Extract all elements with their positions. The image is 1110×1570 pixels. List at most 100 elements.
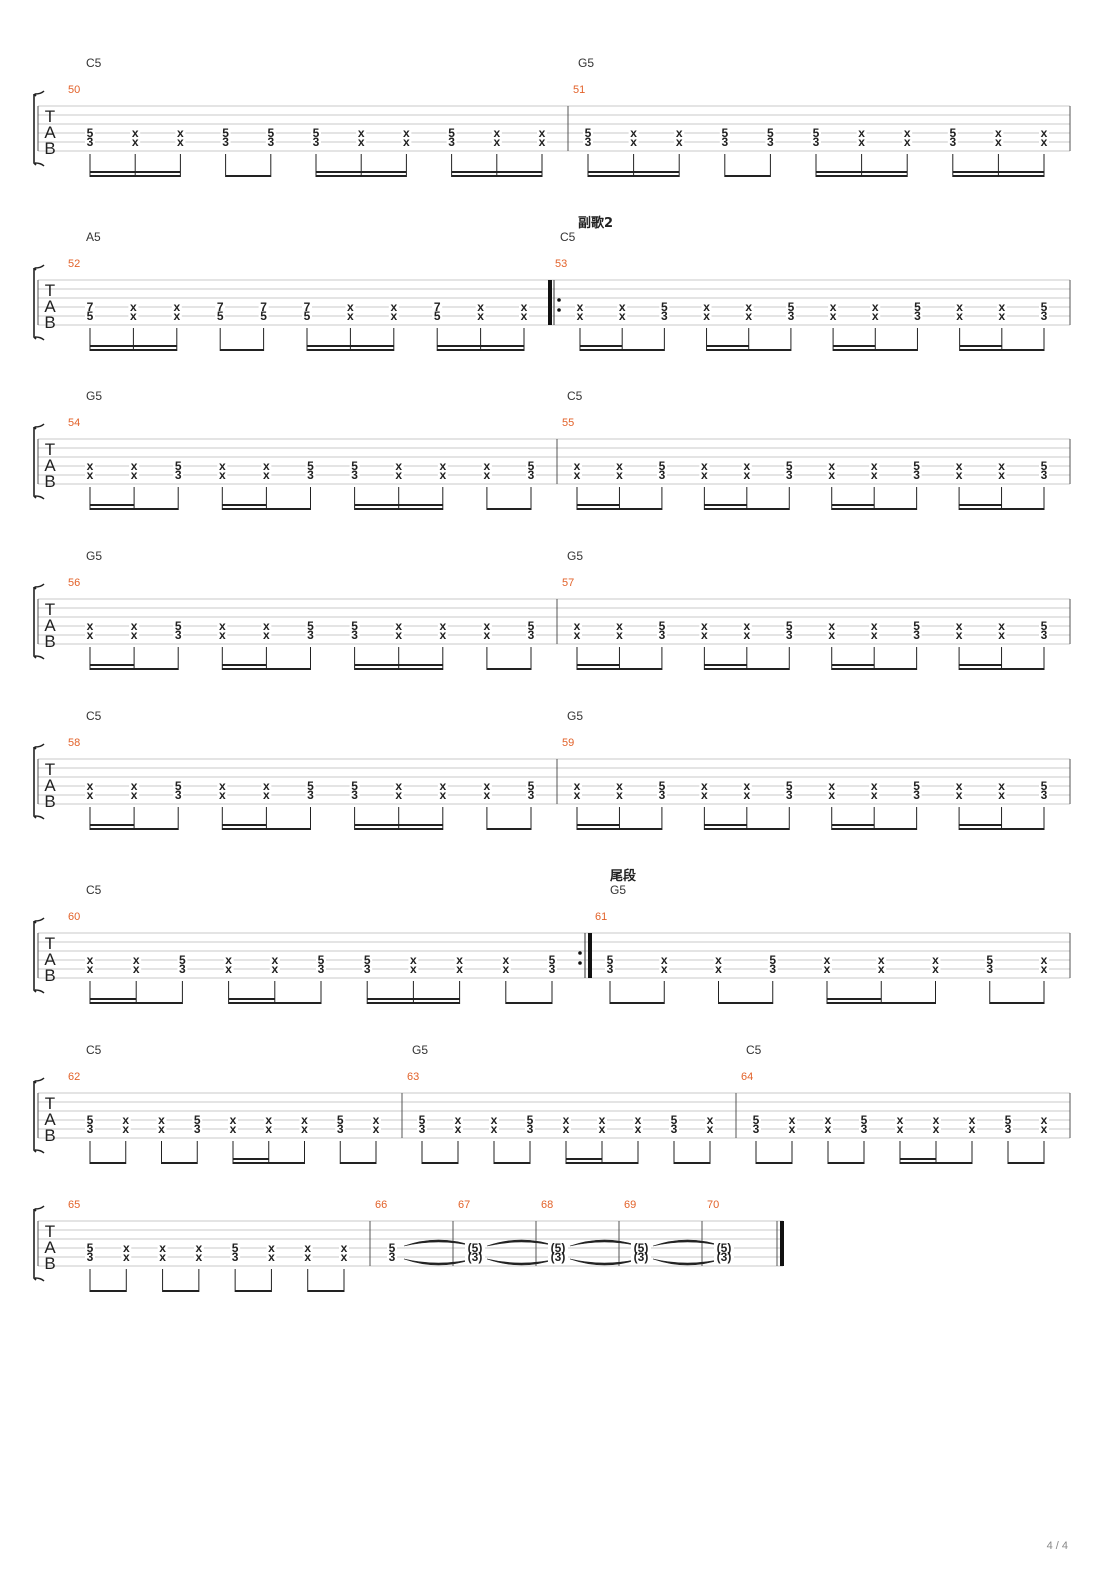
tab-clef-letter: A	[44, 1238, 56, 1257]
fret-number: x	[574, 788, 581, 802]
measure-number: 50	[68, 84, 80, 96]
beam	[756, 1162, 792, 1164]
beam	[90, 508, 179, 510]
system-bracket	[33, 1208, 37, 1281]
beam-secondary	[222, 664, 267, 666]
fret-number: x	[347, 300, 354, 314]
measure-number: 57	[562, 577, 574, 589]
fret-number: 3	[659, 468, 666, 482]
tab-clef-letter: T	[45, 107, 55, 126]
fret-number: 3	[527, 1122, 534, 1136]
system-bracket	[33, 426, 37, 499]
fret-number: x	[484, 779, 491, 793]
beam	[90, 668, 179, 670]
fret-number: x	[219, 619, 226, 633]
beam-secondary	[222, 504, 267, 506]
fret-number: x	[599, 1113, 606, 1127]
fret-background	[345, 302, 356, 321]
beam	[827, 1002, 936, 1004]
fret-number: x	[897, 1113, 904, 1127]
fret-number: x	[477, 300, 484, 314]
fret-background	[996, 621, 1007, 640]
fret-number: 3	[813, 135, 820, 149]
beam-secondary	[831, 824, 875, 826]
fret-number: x	[477, 309, 484, 323]
tab-clef-letter: T	[45, 440, 55, 459]
fret-number: x	[701, 459, 708, 473]
fret-number: x	[130, 300, 137, 314]
fret-number: x	[230, 1122, 237, 1136]
fret-background	[869, 621, 880, 640]
fret-number: x	[390, 300, 397, 314]
fret-number: x	[661, 962, 668, 976]
beam	[674, 1162, 710, 1164]
tab-system: TAB58C5xxxx53xxxx5353xxxxxx5359G5xxxx53x…	[33, 709, 1071, 830]
system-bracket	[34, 815, 45, 820]
beam-secondary	[831, 504, 875, 506]
fret-number: 3	[661, 309, 668, 323]
repeat-end-thick-bar	[588, 933, 592, 978]
fret-number: x	[123, 1241, 130, 1255]
beam-secondary	[228, 998, 275, 1000]
tab-clef-letter: T	[45, 760, 55, 779]
fret-number: x	[830, 309, 837, 323]
fret-number: x	[956, 300, 963, 314]
beam	[354, 508, 443, 510]
fret-background	[173, 781, 184, 800]
fret-number: x	[563, 1113, 570, 1127]
system-bracket	[34, 989, 45, 994]
measure: 70(5)(3)	[707, 1199, 784, 1266]
fret-number: x	[304, 1250, 311, 1264]
fret-number: x	[828, 619, 835, 633]
fret-background	[339, 1243, 349, 1262]
fret-number: x	[263, 788, 270, 802]
fret-number: x	[455, 1113, 462, 1127]
fret-background	[911, 461, 922, 480]
chord-name: C5	[746, 1043, 762, 1057]
fret-number: 3	[528, 468, 535, 482]
beam	[222, 828, 311, 830]
fret-background	[699, 461, 710, 480]
fret-number: x	[159, 1250, 166, 1264]
beam-secondary	[367, 998, 414, 1000]
fret-background	[349, 621, 360, 640]
fret-background	[784, 781, 795, 800]
fret-background	[217, 781, 228, 800]
fret-number: 3	[337, 1122, 344, 1136]
fret-number: x	[956, 309, 963, 323]
beam-secondary	[952, 171, 999, 173]
fret-background	[171, 302, 182, 321]
fret-number: 5	[304, 309, 311, 323]
fret-number: x	[122, 1122, 129, 1136]
measure-number: 67	[458, 1199, 470, 1211]
fret-number: x	[998, 788, 1005, 802]
fret-background	[335, 1115, 346, 1134]
beam-secondary	[959, 504, 1002, 506]
fret-number: x	[828, 459, 835, 473]
tie-arc	[652, 1239, 723, 1247]
fret-number: 5	[87, 1113, 94, 1127]
fret-background	[659, 302, 670, 321]
fret-background	[869, 781, 880, 800]
beam	[959, 668, 1044, 670]
fret-background	[299, 1115, 310, 1134]
fret-number: x	[858, 126, 865, 140]
beam	[833, 349, 918, 351]
fret-number: x	[403, 135, 410, 149]
fret-background	[121, 1243, 132, 1262]
fret-number: 3	[318, 962, 325, 976]
fret-number: x	[703, 309, 710, 323]
fret-number: 5	[434, 309, 441, 323]
fret-number: x	[616, 619, 623, 633]
beam-secondary	[413, 998, 460, 1000]
fret-number: 7	[260, 300, 267, 314]
fret-number: 3	[914, 309, 921, 323]
fret-background	[605, 955, 615, 974]
fret-number: 3	[267, 135, 274, 149]
beam-secondary	[577, 664, 620, 666]
fret-number: x	[439, 619, 446, 633]
fret-background	[895, 1115, 905, 1134]
